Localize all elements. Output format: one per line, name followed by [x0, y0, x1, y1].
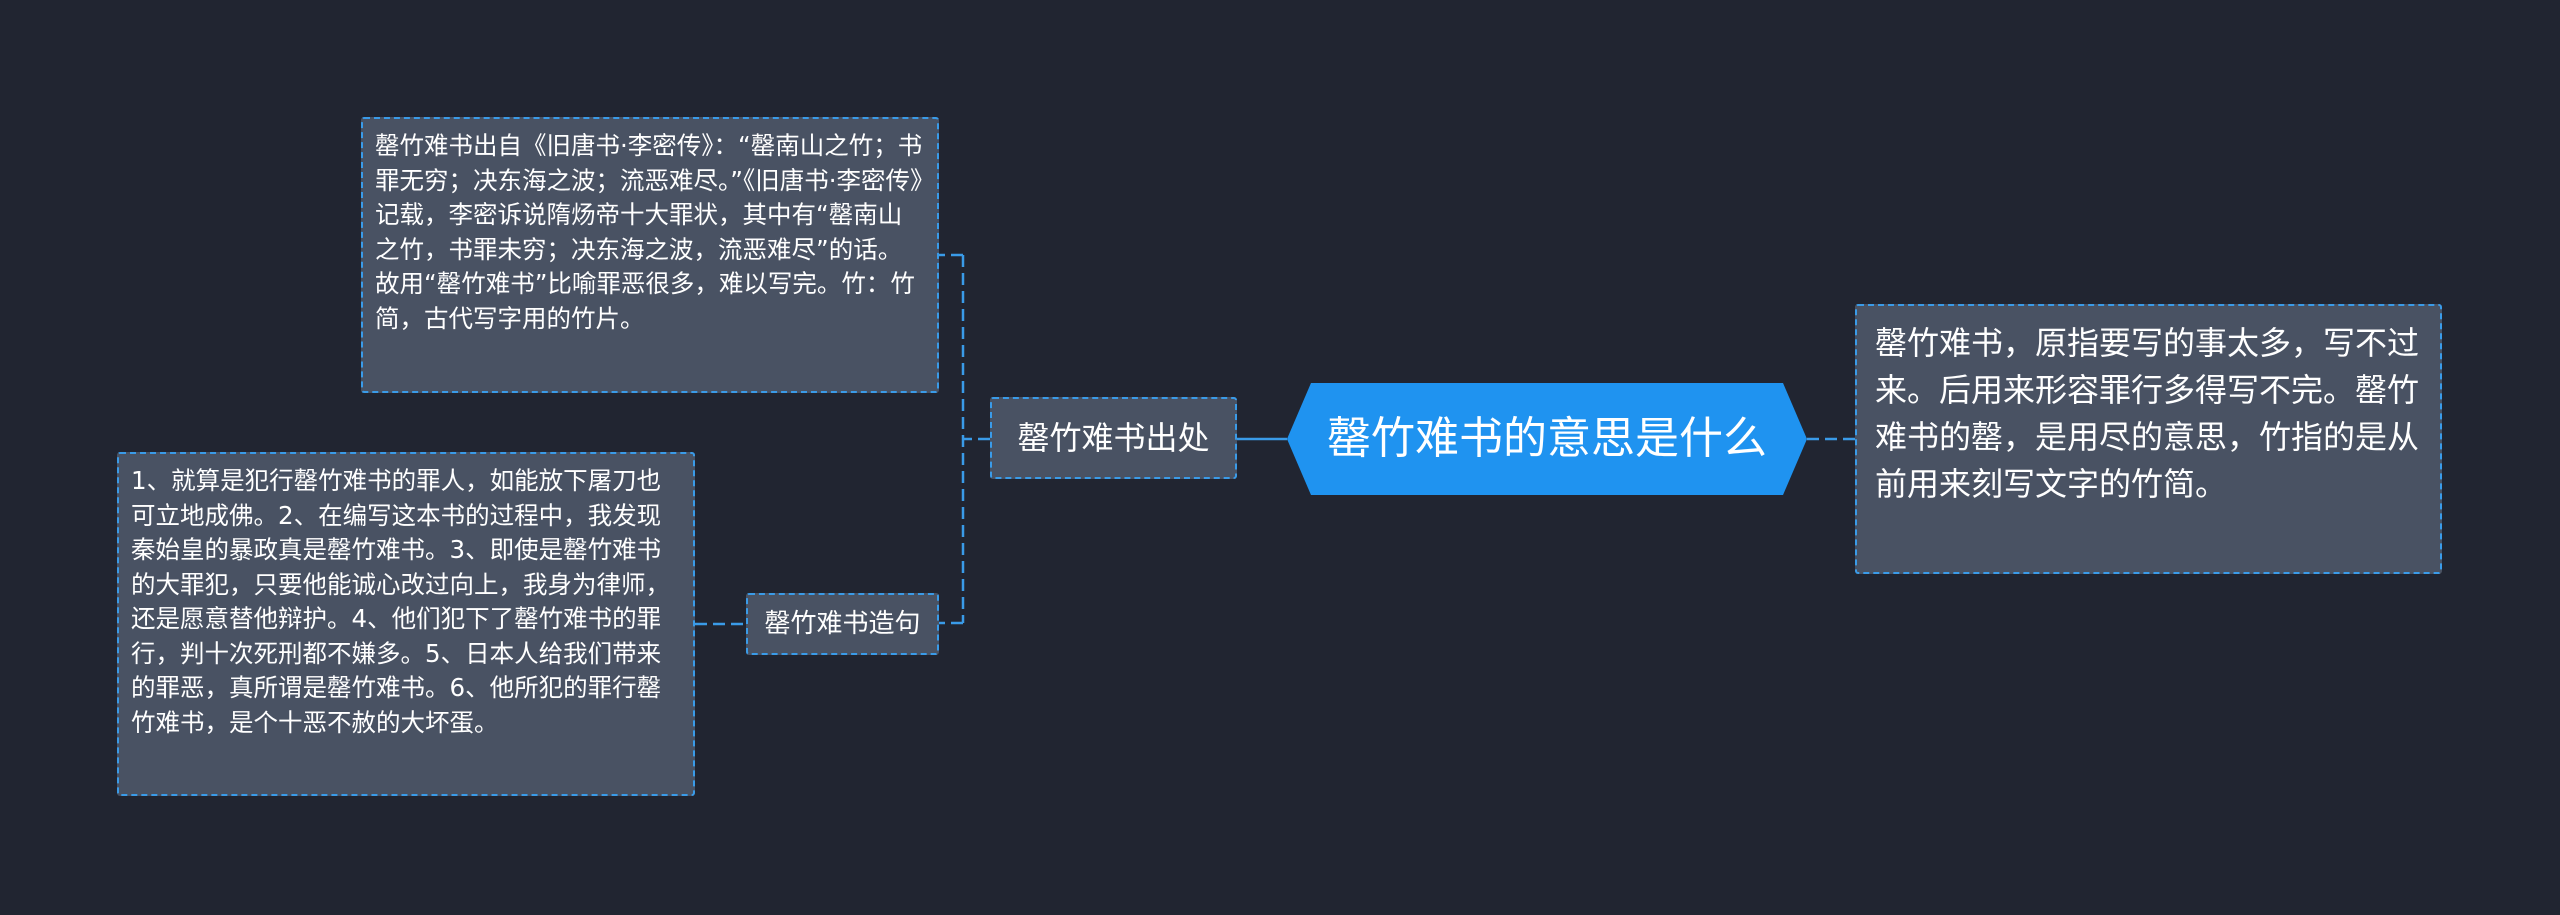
definition-node[interactable]: 罄竹难书，原指要写的事太多，写不过来。后用来形容罪行多得写不完。罄竹难书的罄，是… — [1855, 304, 2442, 574]
root-node[interactable]: 罄竹难书的意思是什么 — [1287, 383, 1807, 495]
sentences-branch-node[interactable]: 罄竹难书造句 — [746, 593, 939, 655]
source-branch-label: 罄竹难书出处 — [1017, 419, 1210, 457]
root-node-shape — [1287, 383, 1807, 495]
sentences-detail-node[interactable]: 1、就算是犯行罄竹难书的罪人，如能放下屠刀也可立地成佛。2、在编写这本书的过程中… — [117, 452, 695, 796]
root-node-label: 罄竹难书的意思是什么 — [1327, 413, 1767, 464]
sentences-branch-label: 罄竹难书造句 — [764, 609, 921, 639]
source-detail-text: 罄竹难书出自《旧唐书·李密传》：“罄南山之竹；书罪无穷；决东海之波；流恶难尽。”… — [375, 131, 923, 333]
connector-source-children — [939, 253, 990, 625]
source-detail-node[interactable]: 罄竹难书出自《旧唐书·李密传》：“罄南山之竹；书罪无穷；决东海之波；流恶难尽。”… — [361, 117, 939, 393]
definition-text: 罄竹难书，原指要写的事太多，写不过来。后用来形容罪行多得写不完。罄竹难书的罄，是… — [1875, 324, 2420, 503]
source-branch-node[interactable]: 罄竹难书出处 — [990, 397, 1237, 479]
sentences-detail-text: 1、就算是犯行罄竹难书的罪人，如能放下屠刀也可立地成佛。2、在编写这本书的过程中… — [131, 466, 670, 737]
